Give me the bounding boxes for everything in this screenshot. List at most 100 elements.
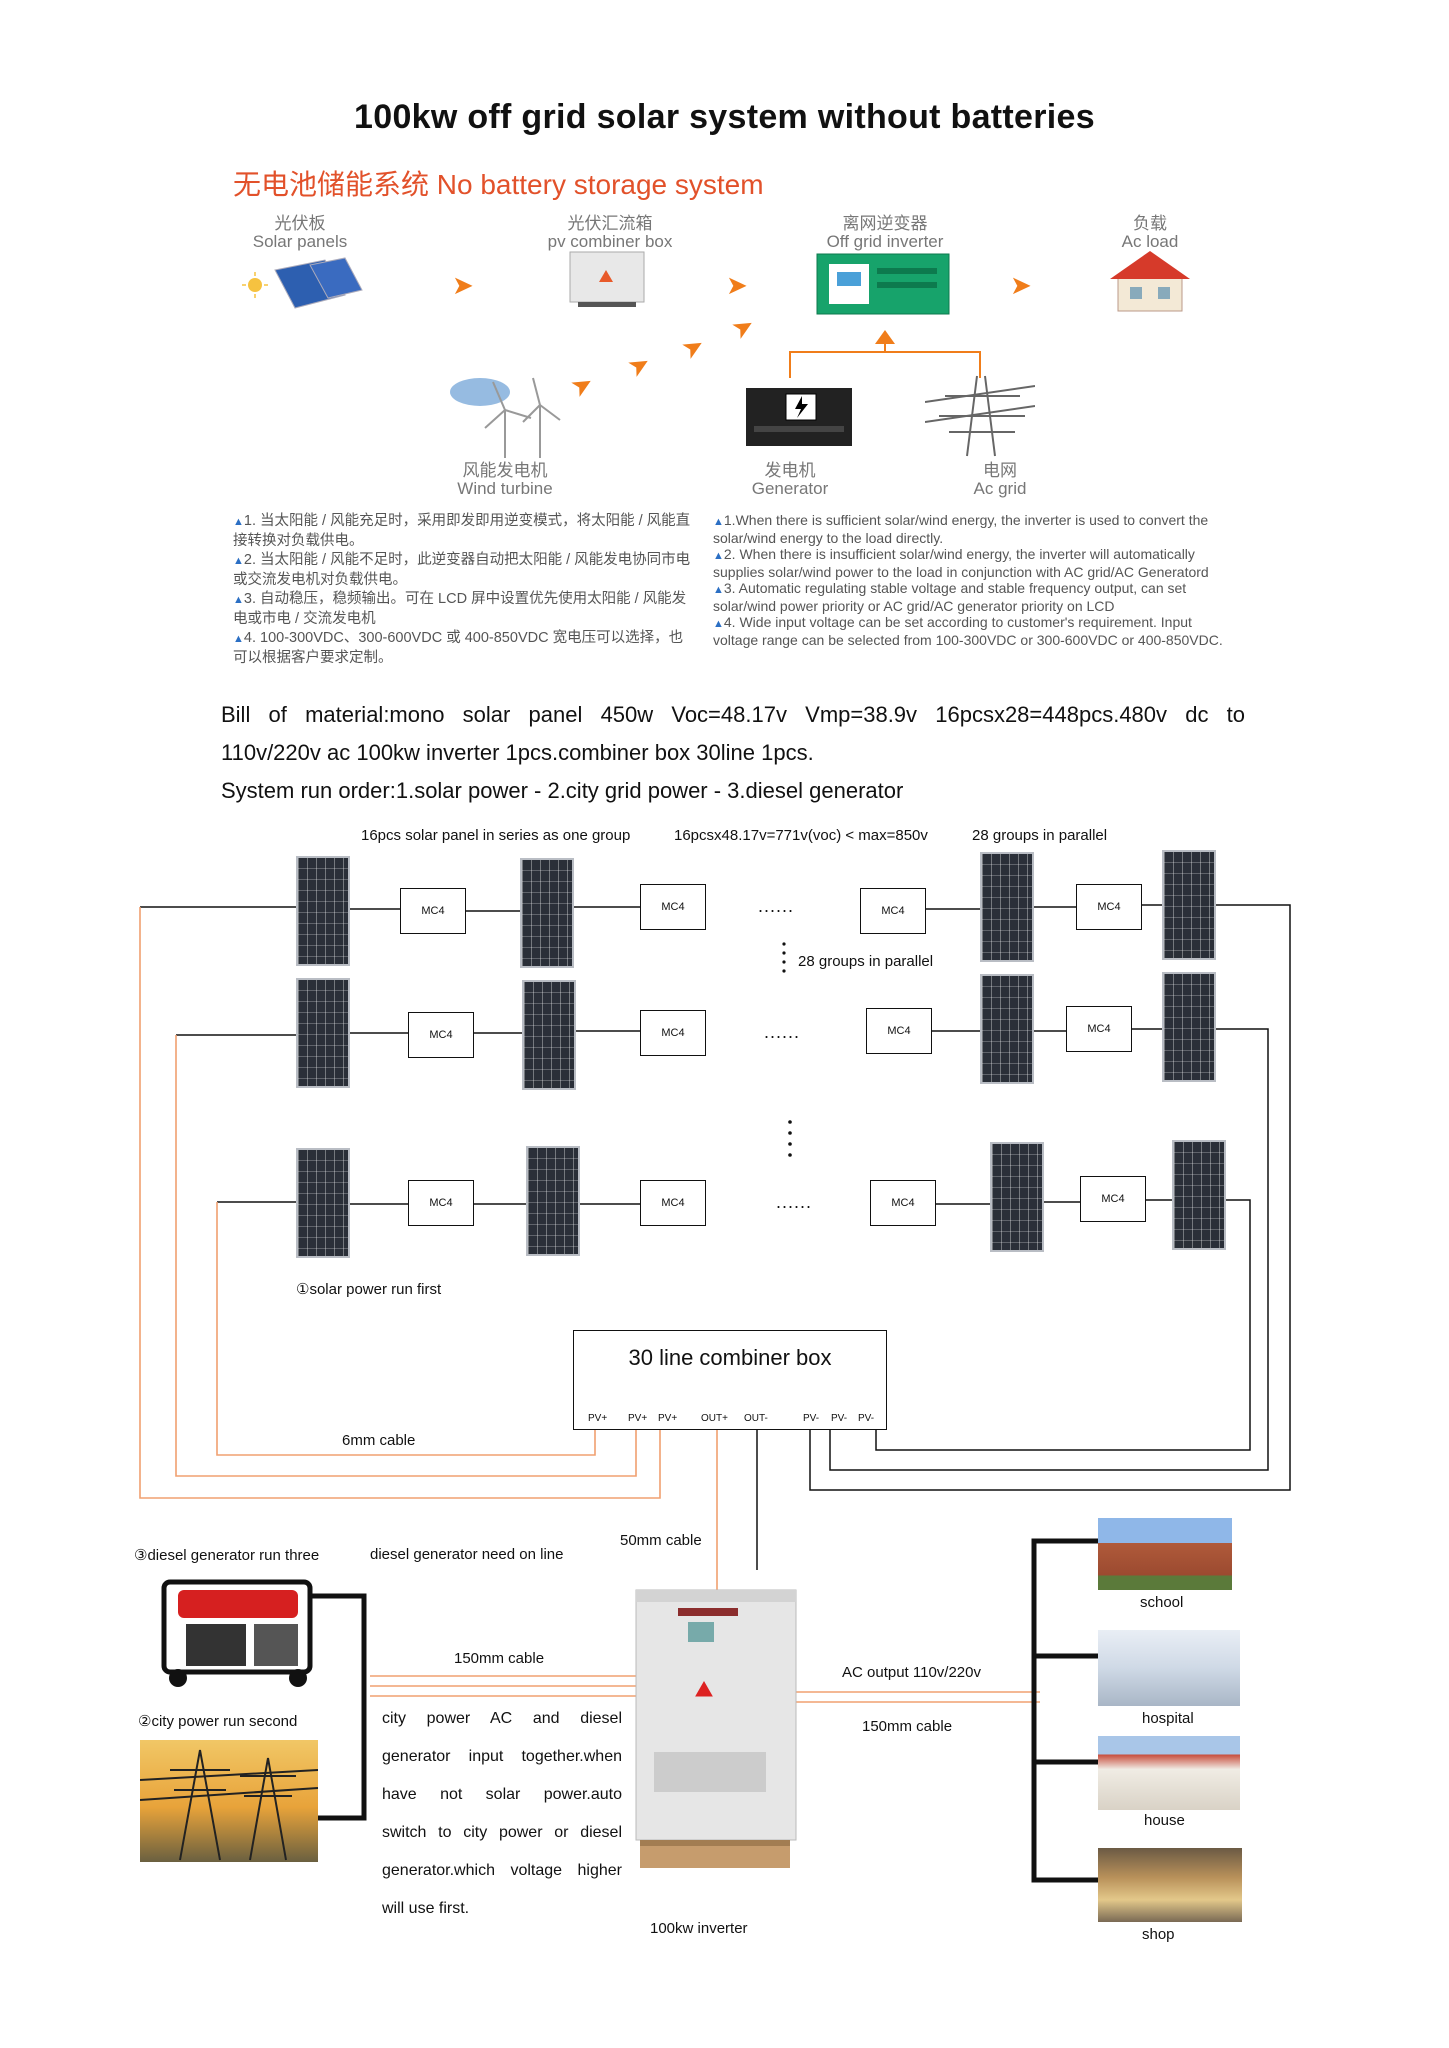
power-lines-photo (140, 1740, 318, 1862)
port-label: PV+ (628, 1413, 648, 1424)
continuation-dots: ...... (758, 896, 795, 916)
note-cn-1: 1. 当太阳能 / 风能充足时，采用即发即用逆变模式，将太阳能 / 风能直接转换… (233, 513, 691, 549)
mc4-connector: MC4 (408, 1180, 474, 1226)
load-label-shop: shop (1142, 1926, 1175, 1943)
note-en-4: 4. Wide input voltage can be set accordi… (713, 614, 1223, 648)
cable-150mm-right-label: 150mm cable (862, 1718, 953, 1735)
school-photo (1098, 1518, 1232, 1590)
mc4-connector: MC4 (640, 1010, 706, 1056)
vertical-dots-icon (788, 1120, 792, 1157)
combiner-box: 30 line combiner box PV+ PV+ PV+ OUT+ OU… (573, 1330, 887, 1430)
port-label: PV- (858, 1413, 875, 1424)
solar-panel (1172, 1140, 1226, 1250)
house-load-icon (1110, 251, 1190, 312)
arrow-right-icon: ➤ (452, 270, 474, 300)
solar-panel (990, 1142, 1044, 1252)
inverter-cabinet (635, 1589, 797, 1868)
mc4-connector: MC4 (408, 1012, 474, 1058)
note-cn-2: 2. 当太阳能 / 风能不足时，此逆变器自动把太阳能 / 风能发电协同市电或交流… (233, 552, 691, 588)
solar-panel (296, 1148, 350, 1258)
desc-line: generator.which voltage higher (382, 1862, 622, 1879)
port-label: PV- (803, 1413, 820, 1424)
offgrid-inverter-icon (816, 253, 950, 315)
note-en-2: 2. When there is insufficient solar/wind… (713, 546, 1209, 580)
parallel-groups-mid-label: 28 groups in parallel (798, 953, 934, 970)
diesel-generator-label: ③diesel generator run three (134, 1547, 320, 1564)
solar-panel (980, 974, 1034, 1084)
cable-50mm-label: 50mm cable (620, 1532, 702, 1549)
mc4-connector: MC4 (866, 1008, 932, 1054)
load-label-school: school (1140, 1594, 1184, 1611)
shop-photo (1098, 1848, 1242, 1922)
solar-panel (296, 856, 350, 966)
note-cn-3: 3. 自动稳压，稳频输出。可在 LCD 屏中设置优先使用太阳能 / 风能发电或市… (233, 591, 687, 627)
desc-line: switch to city power or diesel (382, 1824, 622, 1841)
port-label: PV+ (588, 1413, 608, 1424)
mc4-connector: MC4 (640, 1180, 706, 1226)
bom-line-2: 110v/220v ac 100kw inverter 1pcs.combine… (221, 740, 814, 765)
port-label: PV- (831, 1413, 848, 1424)
cable-6mm-label: 6mm cable (342, 1432, 416, 1449)
notes-en: ▲1.When there is sufficient solar/wind e… (713, 512, 1223, 648)
vertical-dots-icon (782, 942, 786, 973)
inverter-label: 100kw inverter (650, 1920, 748, 1937)
city-power-label: ②city power run second (138, 1713, 298, 1730)
inverter-description: city power AC and diesel generator input… (382, 1700, 622, 1928)
solar-panel (296, 978, 350, 1088)
cable-150mm-left-label: 150mm cable (454, 1650, 545, 1667)
continuation-dots: ...... (764, 1022, 801, 1042)
bom-line-1: Bill of material:mono solar panel 450w V… (221, 702, 1245, 727)
note-en-3: 3. Automatic regulating stable voltage a… (713, 580, 1187, 614)
load-label-house: house (1144, 1812, 1185, 1829)
notes-cn: ▲1. 当太阳能 / 风能充足时，采用即发即用逆变模式，将太阳能 / 风能直接转… (233, 513, 691, 666)
ac-output-label: AC output 110v/220v (842, 1664, 981, 1681)
continuation-dots: ...... (776, 1192, 813, 1212)
no-battery-heading: 无电池储能系统 No battery storage system (233, 169, 764, 200)
parallel-groups-label: 28 groups in parallel (972, 827, 1108, 844)
port-label: OUT+ (701, 1413, 728, 1424)
bill-of-material: Bill of material:mono solar panel 450w V… (221, 696, 1245, 810)
desc-line: will use first. (382, 1900, 470, 1917)
solar-panel (1162, 850, 1216, 960)
bom-line-3: System run order:1.solar power - 2.city … (221, 778, 904, 803)
desc-line: generator input together.when (382, 1748, 622, 1765)
solar-first-label: ①solar power run first (296, 1281, 442, 1298)
combiner-box-title: 30 line combiner box (628, 1345, 832, 1370)
series-group-label: 16pcs solar panel in series as one group (361, 827, 631, 844)
mc4-connector: MC4 (1076, 884, 1142, 930)
arrow-right-icon: ➤ (1010, 270, 1032, 300)
solar-panel (1162, 972, 1216, 1082)
solar-panel (980, 852, 1034, 962)
hospital-photo (1098, 1630, 1240, 1706)
desc-line: have not solar power.auto (382, 1786, 622, 1803)
page-title: 100kw off grid solar system without batt… (354, 98, 1095, 136)
source-merge-connector (789, 330, 981, 378)
voc-calc-label: 16pcsx48.17v=771v(voc) < max=850v (674, 827, 928, 844)
note-cn-4: 4. 100-300VDC、300-600VDC 或 400-850VDC 宽电… (233, 630, 684, 666)
power-pylon-icon (925, 375, 1035, 457)
solar-panel (520, 858, 574, 968)
mc4-connector: MC4 (400, 888, 466, 934)
house-photo (1098, 1736, 1240, 1810)
combiner-box-icon (569, 251, 645, 307)
mc4-connector: MC4 (1066, 1006, 1132, 1052)
mc4-connector: MC4 (860, 888, 926, 934)
diesel-generator-icon (161, 1579, 313, 1687)
wind-turbine-icon (450, 377, 561, 458)
arrow-right-icon: ➤ (726, 270, 748, 300)
solar-panel-icon (242, 257, 363, 309)
diesel-online-note: diesel generator need on line (370, 1546, 564, 1563)
mc4-connector: MC4 (870, 1180, 936, 1226)
mc4-connector: MC4 (1080, 1176, 1146, 1222)
mc4-connector: MC4 (640, 884, 706, 930)
desc-line: city power AC and diesel (382, 1710, 622, 1727)
generator-icon (746, 388, 852, 446)
